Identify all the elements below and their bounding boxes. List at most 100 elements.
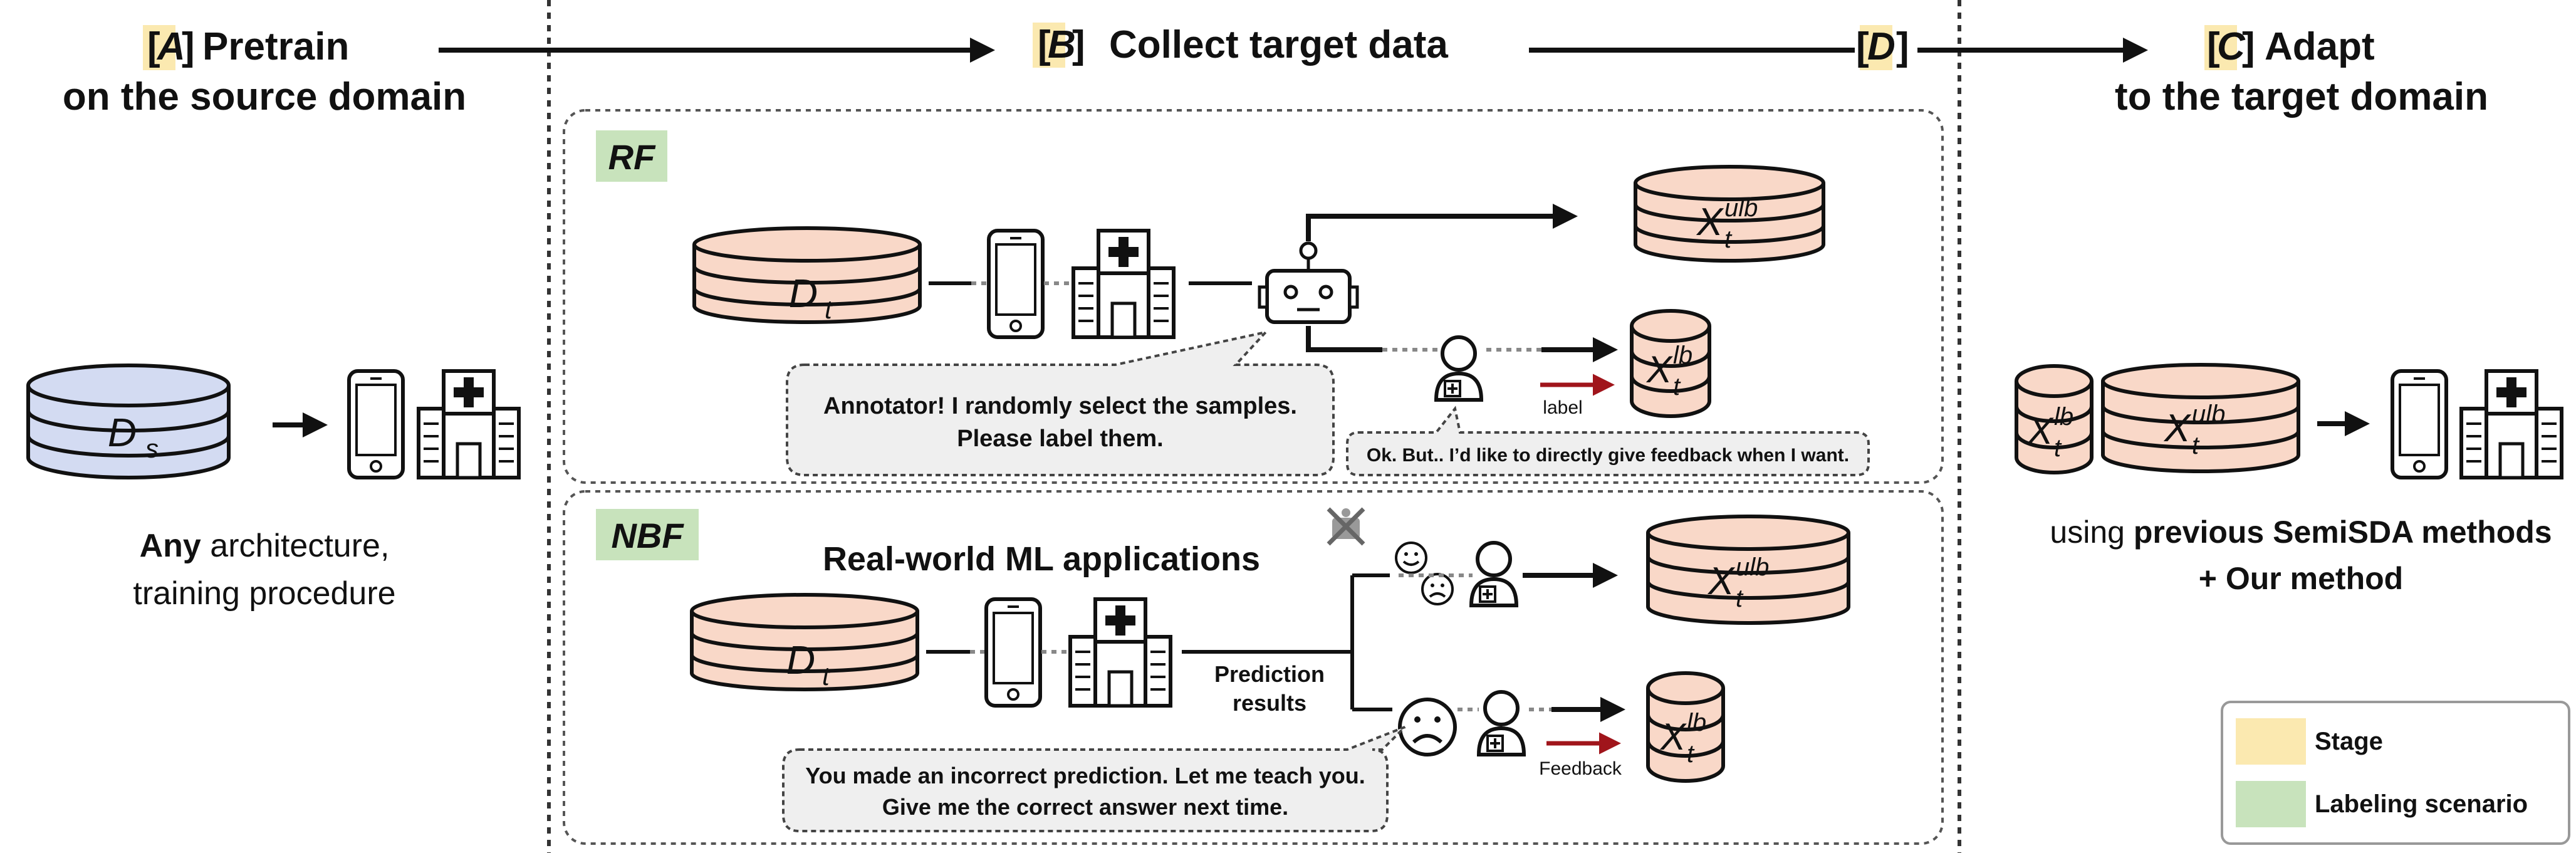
svg-text:X: X (2163, 407, 2192, 450)
nbf-sad-face-large-icon (1398, 698, 1457, 756)
svg-text:label: label (1543, 397, 1582, 418)
svg-text:to the target domain: to the target domain (2115, 75, 2488, 118)
rf-annotator-reply: Ok. But.. I’d like to directly give feed… (1346, 406, 1870, 476)
adapt-hospital-icon (2461, 371, 2562, 478)
svg-text:t: t (2054, 434, 2062, 462)
legend-stage-label: Stage (2315, 728, 2383, 755)
happy-face-icon (1395, 542, 1427, 574)
svg-text:D: D (786, 637, 815, 683)
rf-panel (563, 109, 1944, 484)
svg-text:t: t (1687, 740, 1695, 768)
svg-text:C: C (2217, 25, 2246, 68)
svg-text:D: D (1867, 25, 1895, 68)
svg-text:Collect target data: Collect target data (1109, 23, 1448, 66)
rf-target-database: D t (692, 226, 922, 324)
nbf-unlabeled-set: X ulb t (1646, 515, 1850, 625)
hospital-icon (419, 371, 519, 478)
svg-text:t: t (1724, 226, 1733, 253)
rf-unlabeled-set: X ulb t (1634, 165, 1825, 263)
stage-d-header: [ D ] (1856, 25, 1909, 70)
svg-text:Give me the correct answer nex: Give me the correct answer next time. (882, 794, 1288, 820)
svg-text:s: s (145, 434, 159, 463)
svg-text:X: X (2026, 410, 2054, 452)
svg-text:Prediction: Prediction (1214, 661, 1325, 687)
svg-text:[: [ (1038, 23, 1051, 66)
svg-text:lb: lb (1673, 342, 1692, 369)
smartphone-icon (349, 371, 403, 478)
adapt-unlabeled-set: X ulb t (2101, 363, 2300, 473)
svg-text:D: D (108, 410, 137, 455)
svg-text:Pretrain: Pretrain (202, 25, 349, 68)
svg-text:Ok. But.. I’d like to directly: Ok. But.. I’d like to directly give feed… (1367, 445, 1849, 466)
rf-labeled-set: X lb t (1630, 309, 1711, 418)
rf-speech-bubble: Annotator! I randomly select the samples… (786, 330, 1335, 476)
svg-text:Any architecture,: Any architecture, (140, 528, 390, 564)
svg-text:]: ] (1896, 25, 1909, 68)
sad-face-icon (1421, 573, 1454, 605)
svg-text:ulb: ulb (1736, 553, 1769, 581)
svg-text:Please label them.: Please label them. (957, 426, 1164, 452)
svg-text:[: [ (1856, 25, 1869, 68)
svg-text:B: B (1048, 23, 1076, 66)
svg-text:t: t (2192, 432, 2200, 459)
svg-text:t: t (1673, 373, 1681, 400)
svg-text:RF: RF (608, 137, 656, 177)
adapt-caption: using previous SemiSDA methods + Our met… (2050, 515, 2552, 596)
svg-text:t: t (1736, 585, 1744, 612)
no-robot-icon (1327, 507, 1365, 546)
svg-text:t: t (825, 295, 833, 324)
svg-text:ulb: ulb (1724, 194, 1758, 222)
svg-text:t: t (822, 661, 831, 691)
prediction-results-label: Prediction results (1214, 661, 1325, 716)
nbf-hospital-icon (1070, 599, 1171, 706)
stage-c-header: [ C ] Adapt to the target domain (2115, 25, 2488, 118)
nbf-panel (563, 490, 1944, 845)
stage-a-header: [ A ] Pretrain on the source domain (63, 25, 466, 118)
nbf-target-database: D t (690, 593, 919, 691)
svg-text:]: ] (2242, 25, 2255, 68)
legend: Stage Labeling scenario (2221, 701, 2570, 845)
legend-scenario-swatch (2236, 781, 2306, 827)
svg-text:on the source domain: on the source domain (63, 75, 466, 118)
nbf-title: Real-world ML applications (823, 540, 1260, 578)
svg-text:using previous SemiSDA methods: using previous SemiSDA methods (2050, 515, 2552, 550)
svg-text:[: [ (2207, 25, 2220, 68)
rf-hospital-icon (1073, 231, 1174, 337)
nbf-labeled-set: X lb t (1646, 671, 1725, 783)
legend-scenario-label: Labeling scenario (2315, 790, 2528, 818)
svg-text:Feedback: Feedback (1539, 758, 1622, 779)
adapt-labeled-set: X lb t (2015, 364, 2094, 474)
svg-text:A: A (156, 25, 185, 68)
adapt-smartphone-icon (2392, 371, 2446, 478)
nbf-smartphone-icon (986, 599, 1040, 706)
rf-smartphone-icon (989, 231, 1043, 337)
svg-text:X: X (1696, 201, 1724, 244)
svg-text:]: ] (1072, 23, 1085, 66)
svg-text:X: X (1707, 560, 1736, 603)
svg-text:results: results (1233, 690, 1306, 716)
nbf-scenario-tag: NBF (596, 509, 699, 560)
stage-b-header: [ B ] Collect target data (1033, 23, 1448, 68)
nbf-annotator-bottom-icon (1479, 692, 1524, 755)
svg-text:You made an incorrect predicti: You made an incorrect prediction. Let me… (805, 763, 1365, 788)
legend-stage-swatch (2236, 718, 2306, 765)
svg-text:lb: lb (1687, 709, 1706, 736)
svg-text:Annotator! I randomly select t: Annotator! I randomly select the samples… (823, 393, 1297, 419)
nbf-annotator-top-icon (1471, 543, 1516, 605)
svg-text:]: ] (182, 25, 195, 68)
nbf-speech-bubble: You made an incorrect prediction. Let me… (782, 726, 1406, 832)
rf-scenario-tag: RF (596, 130, 667, 182)
svg-text:ulb: ulb (2192, 400, 2225, 428)
svg-text:X: X (1645, 348, 1673, 390)
svg-text:lb: lb (2054, 403, 2073, 431)
svg-text:Adapt: Adapt (2265, 25, 2375, 68)
svg-text:NBF: NBF (611, 516, 684, 555)
svg-text:X: X (1659, 716, 1687, 758)
source-caption: Any architecture, training procedure (133, 528, 395, 612)
svg-text:+ Our method: + Our method (2199, 561, 2403, 596)
arrow-robot-to-unlabeled (1306, 204, 1578, 241)
svg-text:training procedure: training procedure (133, 575, 395, 612)
robot-icon (1258, 241, 1359, 324)
svg-text:[: [ (147, 25, 160, 68)
